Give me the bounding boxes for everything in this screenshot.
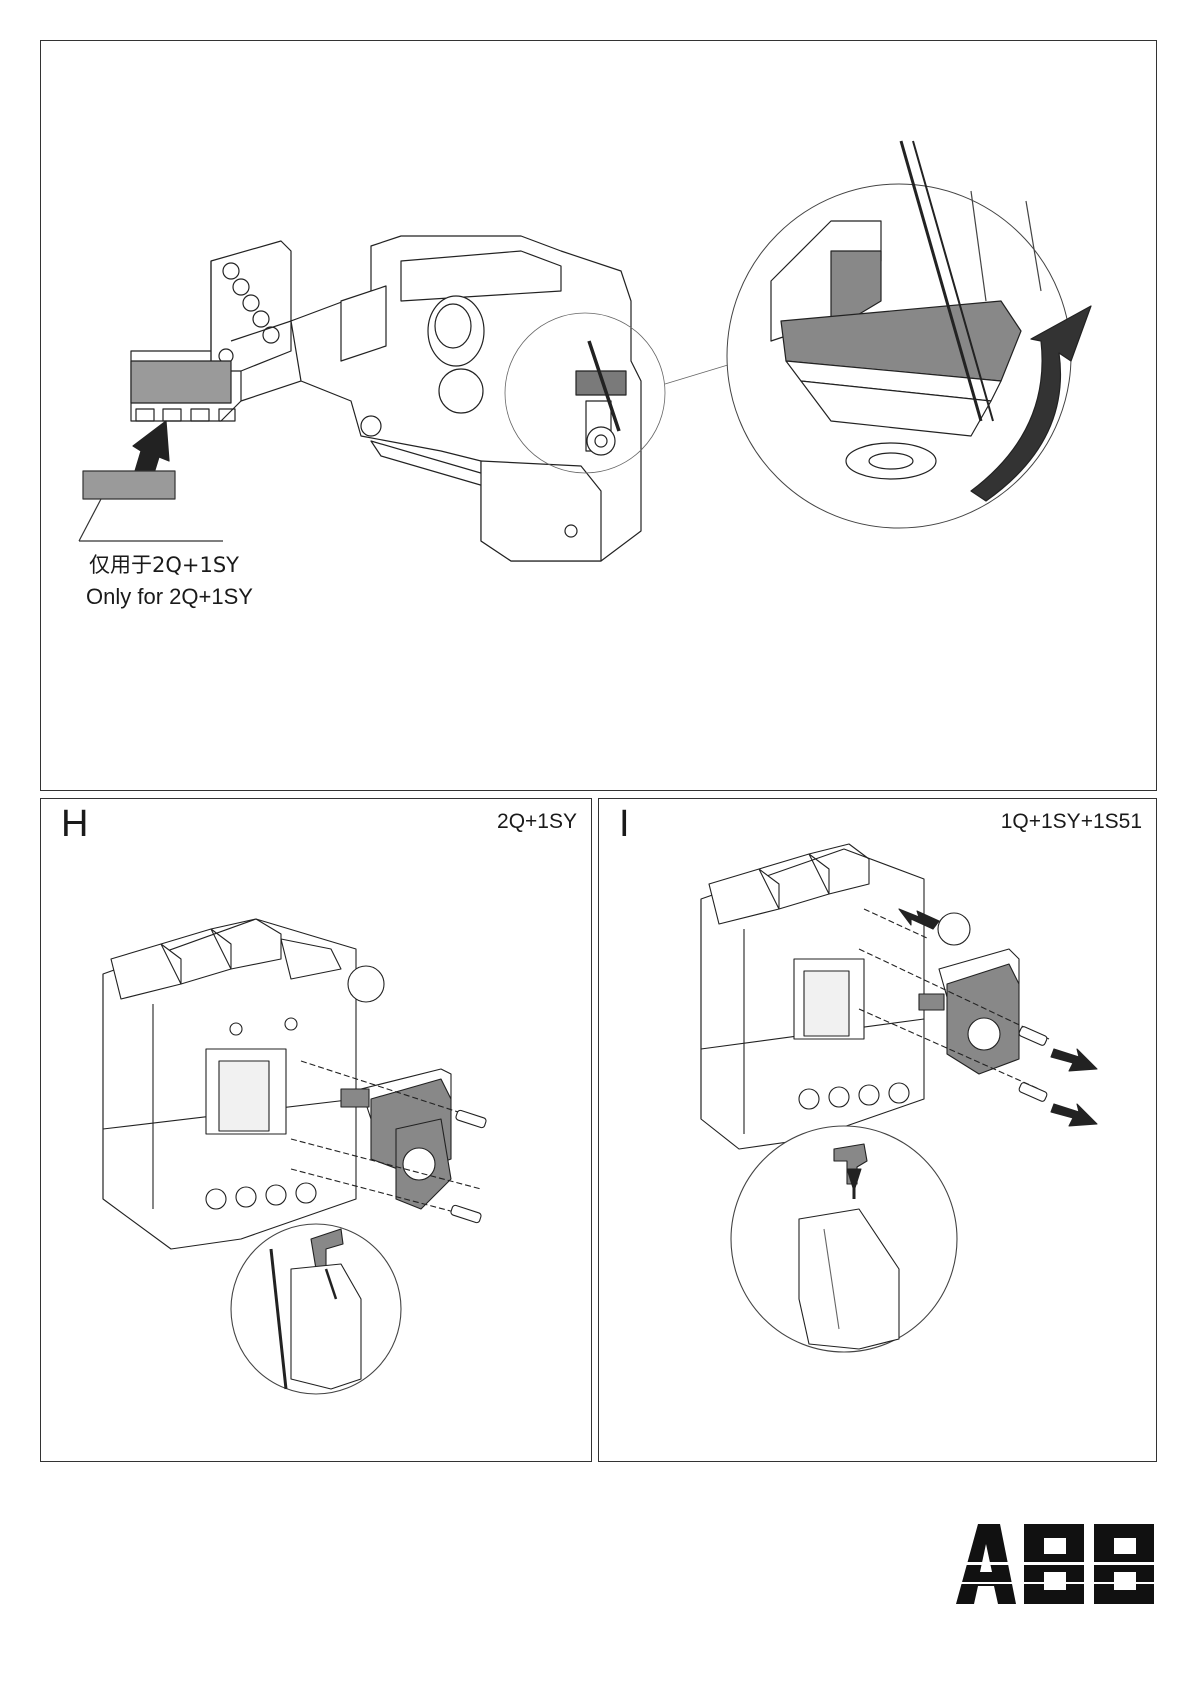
breaker-assembly-illustration <box>41 799 591 1461</box>
detail-magnification <box>727 141 1091 528</box>
insert-arrow-icon <box>1051 1049 1097 1071</box>
insert-arrow-icon <box>1051 1104 1097 1126</box>
label-english: Only for 2Q+1SY <box>86 586 253 608</box>
abb-logo <box>956 1524 1156 1604</box>
panel-i: I 1Q+1SY+1S51 <box>598 798 1157 1462</box>
mechanism-body <box>291 236 641 561</box>
detail-callout-circle <box>348 966 384 1002</box>
legend-swatch <box>83 471 175 499</box>
breaker-assembly-illustration <box>599 799 1156 1461</box>
auxiliary-contact-illustration <box>41 41 1156 790</box>
label-chinese: 仅用于2Q+1SY <box>89 555 239 576</box>
top-panel: 仅用于2Q+1SY Only for 2Q+1SY <box>40 40 1157 791</box>
panel-h: H 2Q+1SY <box>40 798 592 1462</box>
abb-logo-icon <box>956 1524 1156 1604</box>
detail-callout-circle <box>938 913 970 945</box>
